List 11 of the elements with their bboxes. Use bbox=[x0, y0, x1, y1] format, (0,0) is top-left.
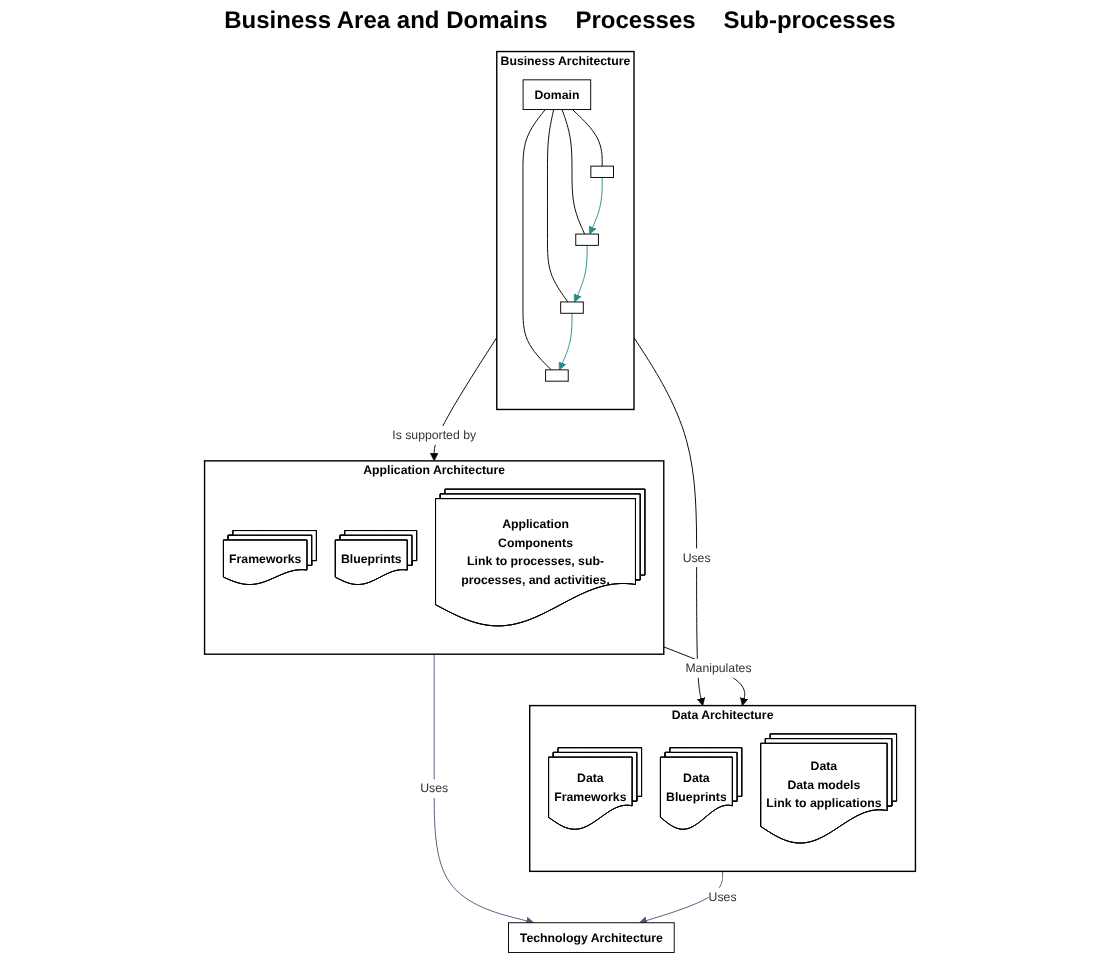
row-label: Processes bbox=[575, 6, 696, 34]
node-box bbox=[590, 165, 614, 178]
connector bbox=[561, 109, 586, 235]
node-box bbox=[545, 369, 569, 382]
row-label: Sub-processes bbox=[723, 6, 896, 34]
node-box bbox=[575, 233, 599, 246]
connector bbox=[522, 109, 552, 371]
connector bbox=[572, 109, 603, 167]
node-box bbox=[560, 301, 584, 314]
row-label: Business Area and Domains bbox=[224, 6, 548, 34]
connector bbox=[547, 109, 569, 303]
